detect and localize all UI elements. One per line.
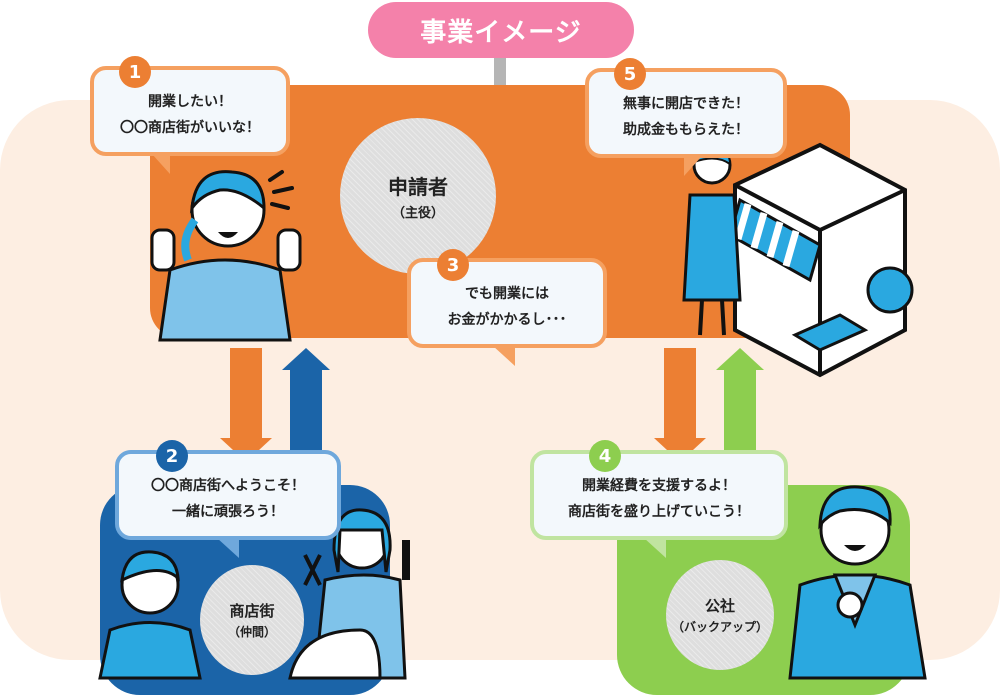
speech-bubble-4: 開業経費を支援するよ！ 商店街を盛り上げていこう！ [530,450,788,558]
title-connector [494,58,506,86]
shopping-street-circle: 商店街 （仲間） [200,565,304,675]
applicant-woman-illustration [150,170,302,342]
shopkeepers-illustration [98,508,410,680]
step-badge-1: 1 [119,56,151,88]
bubble-line: 商店街を盛り上げていこう！ [568,504,750,520]
bubble-line: 開業経費を支援するよ！ [582,478,736,494]
bubble-line: 無事に開店できた！ [623,96,749,112]
role-sub: （バックアップ） [671,620,768,634]
role-name: 申請者 [388,175,448,199]
role-sub: （主役） [391,206,444,221]
applicant-circle: 申請者 （主役） [340,118,496,274]
speech-bubble-2: 〇〇商店街へようこそ！ 一緒に頑張ろう！ [115,450,341,558]
bubble-line: でも開業には [465,286,549,302]
role-sub: （仲間） [227,625,276,639]
arrow-up-green [716,348,764,460]
bubble-line: 一緒に頑張ろう！ [172,504,284,520]
bubble-line: 助成金ももらえた！ [623,122,749,138]
bubble-line: 〇〇商店街へようこそ！ [151,478,305,494]
step-badge-2: 2 [156,440,188,472]
bubble-tail [644,538,666,558]
page-title: 事業イメージ [368,2,634,58]
bubble-line: 〇〇商店街がいいな！ [120,120,260,136]
bubble-tail [217,538,239,558]
step-badge-5: 5 [614,58,646,90]
shop-building-illustration [682,142,914,378]
role-name: 商店街 [229,602,275,620]
corporation-circle: 公社 （バックアップ） [666,560,774,670]
bubble-tail [493,346,515,366]
bubble-line: 開業したい！ [148,94,232,110]
step-badge-3: 3 [437,249,469,281]
role-name: 公社 [704,597,735,615]
arrow-up-blue [282,348,330,460]
corporation-man-illustration [788,485,927,680]
step-badge-4: 4 [589,440,621,472]
bubble-line: お金がかかるし･･･ [447,312,567,328]
speech-bubble-3: でも開業には お金がかかるし･･･ [407,258,607,366]
bubble-tail [684,156,702,176]
bubble-tail [152,154,170,174]
